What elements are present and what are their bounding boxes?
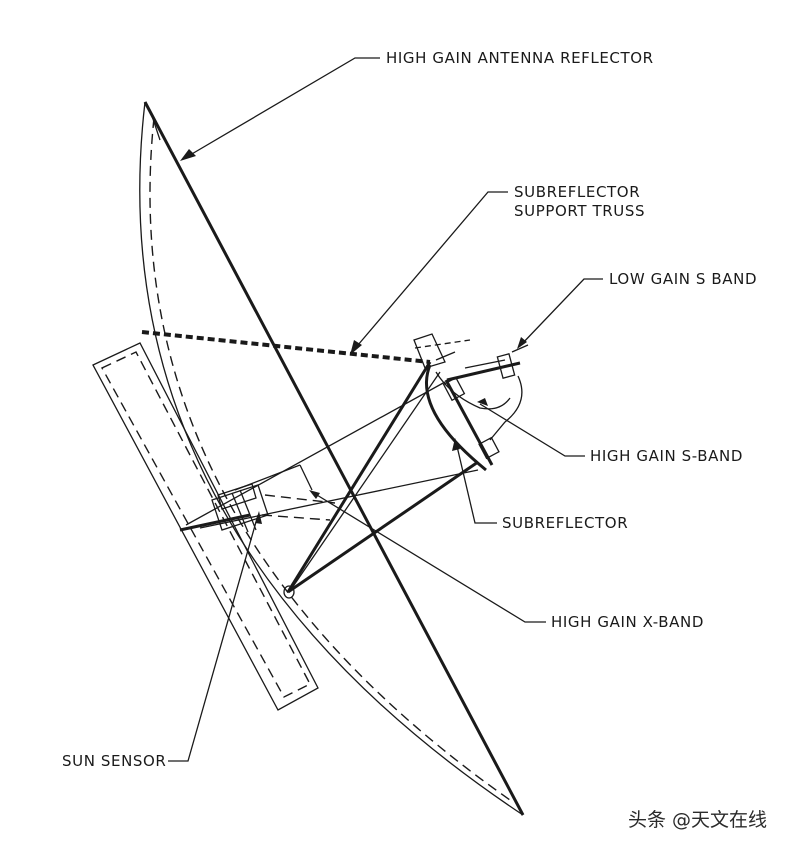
leader-subreflector-truss: [350, 191, 508, 355]
leader-high-gain-x-band: [309, 490, 546, 623]
leader-high-gain-s-band: [477, 398, 585, 457]
leader-subreflector: [452, 438, 497, 524]
label-subreflector-truss-line2: SUPPORT TRUSS: [514, 202, 645, 220]
label-subreflector-truss-line1: SUBREFLECTOR: [514, 183, 640, 201]
leader-sun-sensor: [168, 511, 262, 762]
leader-high-gain-reflector: [180, 57, 380, 161]
low-gain-s-band-antenna: [446, 344, 529, 441]
subreflector-assembly: [413, 333, 511, 472]
sun-sensor-plate: [92, 342, 319, 711]
leader-low-gain-s-band: [517, 278, 603, 349]
label-high-gain-reflector: HIGH GAIN ANTENNA REFLECTOR: [386, 49, 654, 67]
label-subreflector: SUBREFLECTOR: [502, 514, 628, 532]
label-high-gain-x-band: HIGH GAIN X-BAND: [551, 613, 704, 631]
sun-sensor: [179, 464, 336, 533]
label-sun-sensor: SUN SENSOR: [62, 752, 166, 770]
high-gain-antenna-reflector: [139, 101, 525, 816]
label-high-gain-s-band: HIGH GAIN S-BAND: [590, 447, 743, 465]
subreflector-support-truss: [141, 330, 479, 599]
watermark: 头条 @天文在线: [628, 809, 767, 831]
label-low-gain-s-band: LOW GAIN S BAND: [609, 270, 757, 288]
